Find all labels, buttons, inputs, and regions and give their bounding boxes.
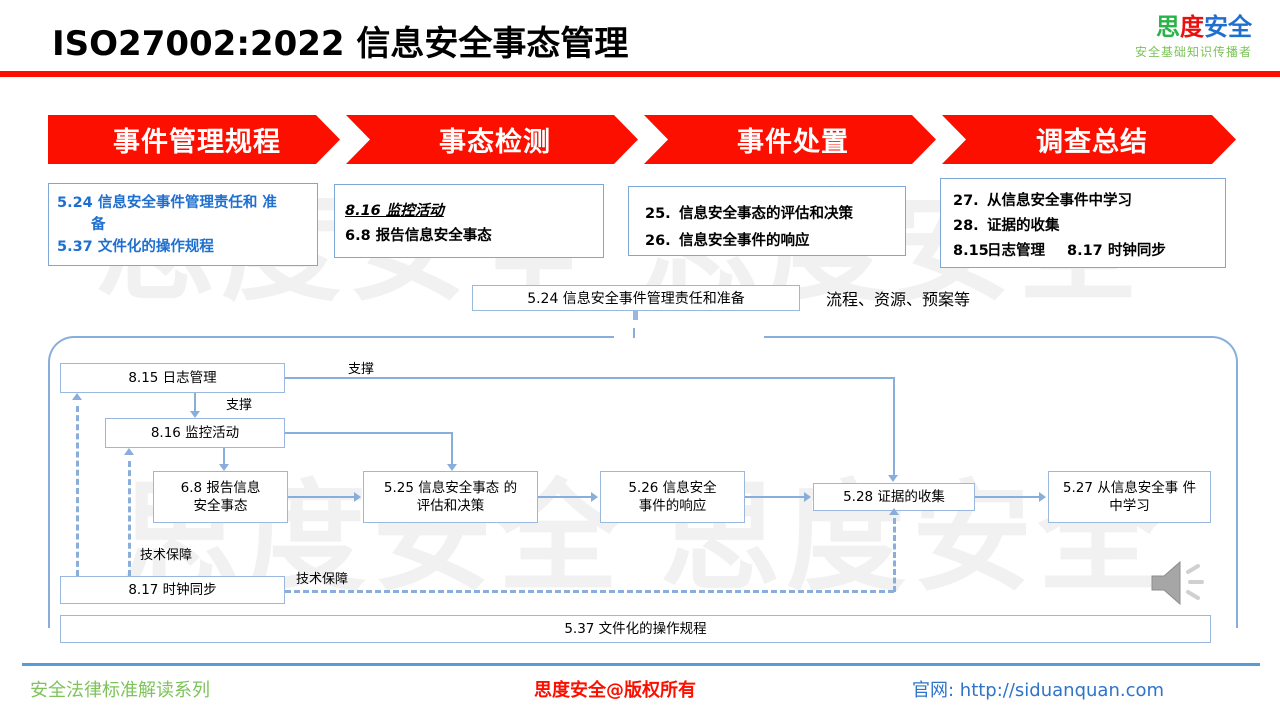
stage-box-3-item-2: 26. 信息安全事件的响应 <box>645 228 905 255</box>
stage-box-3-item-1-text: 信息安全事态的评估和决策 <box>679 206 853 222</box>
edge-respond-to-evidence <box>745 496 804 498</box>
edge-monitor-to-assess-v <box>451 432 453 464</box>
edge-monitor-to-assess-arrow <box>447 464 457 471</box>
stage-box-4-item-1-num: 27. <box>953 193 979 209</box>
edge-log-to-evidence-v <box>893 377 895 475</box>
stage-box-4-item-1: 27. 从信息安全事件中学习 <box>953 189 1225 214</box>
flow-node-report-line-2: 安全事态 <box>193 498 248 514</box>
footer-divider <box>22 663 1260 666</box>
page-title: ISO27002:2022 信息安全事态管理 <box>52 24 629 64</box>
edge-log-to-monitor-v <box>194 393 196 411</box>
flow-bracket-gap <box>614 333 764 341</box>
edge-report-to-assess-arrow <box>354 492 361 502</box>
stage-chevron-2-label: 事态检测 <box>439 127 551 158</box>
flow-node-procedure[interactable]: 5.37 文件化的操作规程 <box>60 615 1211 643</box>
flow-node-report[interactable]: 6.8 报告信息 安全事态 <box>153 471 288 523</box>
stage-box-3-item-2-num: 26. <box>645 233 671 249</box>
edge-label-support-mid: 支撑 <box>226 398 253 413</box>
flow-node-log[interactable]: 8.15 日志管理 <box>60 363 285 393</box>
stage-chevron-4-label: 调查总结 <box>1036 127 1148 158</box>
stage-box-2-line-1: 8.16 监控活动 <box>345 203 444 219</box>
flow-node-evidence[interactable]: 5.28 证据的收集 <box>813 483 975 511</box>
edge-clock-to-log-dashed <box>76 406 79 576</box>
stage-box-4-item-2-num: 28. <box>953 218 979 234</box>
footer-series-label: 安全法律标准解读系列 <box>30 680 210 701</box>
stage-box-4-item-2: 28. 证据的收集 <box>953 214 1225 239</box>
stage-chevron-3[interactable]: 事件处置 <box>644 115 936 164</box>
edge-label-tech-right: 技术保障 <box>296 572 349 587</box>
stage-box-2: 8.16 监控活动 6.8 报告信息安全事态 <box>334 184 604 258</box>
stage-box-1-line-2: 备 <box>91 217 106 233</box>
responsibility-box: 5.24 信息安全事件管理责任和准备 <box>472 285 800 311</box>
stage-box-4-item-2-text: 证据的收集 <box>987 218 1060 234</box>
stage-box-3-item-1: 25. 信息安全事态的评估和决策 <box>645 201 905 228</box>
stage-box-1-line-3: 5.37 文件化的操作规程 <box>57 239 214 255</box>
flow-node-learn-line-1: 5.27 从信息安全事 件 <box>1062 480 1197 496</box>
stage-chevron-2[interactable]: 事态检测 <box>346 115 638 164</box>
flow-node-assess[interactable]: 5.25 信息安全事态 的 评估和决策 <box>363 471 538 523</box>
edge-assess-to-respond <box>538 496 591 498</box>
flow-diagram: 8.15 日志管理 8.16 监控活动 6.8 报告信息 安全事态 5.25 信… <box>48 328 1238 648</box>
flow-node-respond-line-1: 5.26 信息安全 <box>628 480 717 496</box>
flow-node-learn[interactable]: 5.27 从信息安全事 件 中学习 <box>1048 471 1211 523</box>
edge-evidence-to-learn-arrow <box>1039 492 1046 502</box>
stage-box-4-item-3-num: 8.15 <box>953 243 989 259</box>
flow-node-monitor[interactable]: 8.16 监控活动 <box>105 418 285 448</box>
stage-box-4-item-3-text: 日志管理 <box>987 243 1045 259</box>
edge-respond-to-evidence-arrow <box>804 492 811 502</box>
flow-node-respond-line-2: 事件的响应 <box>638 498 707 514</box>
logo-wordmark: 思度安全 <box>1135 14 1252 40</box>
edge-evidence-to-learn <box>975 496 1039 498</box>
stage-box-1: 5.24 信息安全事件管理责任和 准 备 5.37 文件化的操作规程 <box>48 183 318 266</box>
flow-node-report-line-1: 6.8 报告信息 <box>180 480 261 496</box>
logo-subtitle: 安全基础知识传播者 <box>1134 45 1252 59</box>
flow-node-respond[interactable]: 5.26 信息安全 事件的响应 <box>600 471 745 523</box>
stage-box-4-item-3: 8.15日志管理 8.17 时钟同步 <box>953 239 1225 264</box>
edge-clock-to-monitor-arrow <box>124 448 134 455</box>
footer-copyright: 思度安全@版权所有 <box>534 680 696 701</box>
edge-label-tech-left: 技术保障 <box>140 548 193 563</box>
logo-char-3: 安全 <box>1204 13 1252 41</box>
flow-bracket-nub <box>633 328 635 338</box>
edge-monitor-to-report-arrow <box>219 464 229 471</box>
stage-box-3-item-1-num: 25. <box>645 206 671 222</box>
stage-banner: 事件管理规程 事态检测 事件处置 调查总结 <box>48 115 1236 164</box>
edge-assess-to-respond-arrow <box>591 492 598 502</box>
responsibility-box-connector <box>633 311 638 320</box>
edge-log-to-monitor-arrow <box>190 411 200 418</box>
edge-log-to-evidence-arrow <box>888 475 898 482</box>
stage-box-4: 27. 从信息安全事件中学习 28. 证据的收集 8.15日志管理 8.17 时钟同步 <box>940 178 1226 268</box>
logo-char-1: 思 <box>1156 13 1180 41</box>
responsibility-note: 流程、资源、预案等 <box>826 290 971 309</box>
flow-node-learn-line-2: 中学习 <box>1109 498 1150 514</box>
stage-chevron-1[interactable]: 事件管理规程 <box>48 115 340 164</box>
edge-clock-to-evidence-arrow <box>889 508 899 515</box>
stage-chevron-3-label: 事件处置 <box>737 127 849 158</box>
stage-box-1-line-1: 5.24 信息安全事件管理责任和 准 <box>57 195 277 211</box>
edge-clock-to-log-arrow <box>72 393 82 400</box>
logo-char-2: 度 <box>1180 13 1204 41</box>
speaker-icon[interactable] <box>1148 558 1212 608</box>
stage-box-3-item-2-text: 信息安全事件的响应 <box>679 233 810 249</box>
edge-clock-to-evidence-dashed-h <box>285 590 894 593</box>
stage-box-3: 25. 信息安全事态的评估和决策 26. 信息安全事件的响应 <box>628 186 906 256</box>
edge-monitor-to-assess-h <box>285 432 453 434</box>
stage-box-4-item-1-text: 从信息安全事件中学习 <box>987 193 1132 209</box>
stage-chevron-4[interactable]: 调查总结 <box>942 115 1236 164</box>
brand-logo: 思度安全 安全基础知识传播者 <box>1135 14 1252 60</box>
flow-node-assess-line-1: 5.25 信息安全事态 的 <box>383 480 518 496</box>
stage-chevron-1-label: 事件管理规程 <box>113 127 281 158</box>
edge-log-to-evidence-h <box>285 377 895 379</box>
stage-box-2-line-2: 6.8 报告信息安全事态 <box>345 228 492 244</box>
flow-node-clock[interactable]: 8.17 时钟同步 <box>60 576 285 604</box>
edge-monitor-to-report-v <box>223 448 225 464</box>
edge-clock-to-monitor-dashed <box>128 461 131 576</box>
flow-node-assess-line-2: 评估和决策 <box>416 498 485 514</box>
edge-label-support-top: 支撑 <box>348 362 375 377</box>
header-divider <box>0 71 1280 77</box>
edge-clock-to-evidence-dashed-v <box>893 518 896 592</box>
edge-report-to-assess <box>288 496 354 498</box>
footer-website: 官网: http://siduanquan.com <box>912 680 1165 701</box>
stage-box-4-item-3-extra: 8.17 时钟同步 <box>1067 243 1166 259</box>
